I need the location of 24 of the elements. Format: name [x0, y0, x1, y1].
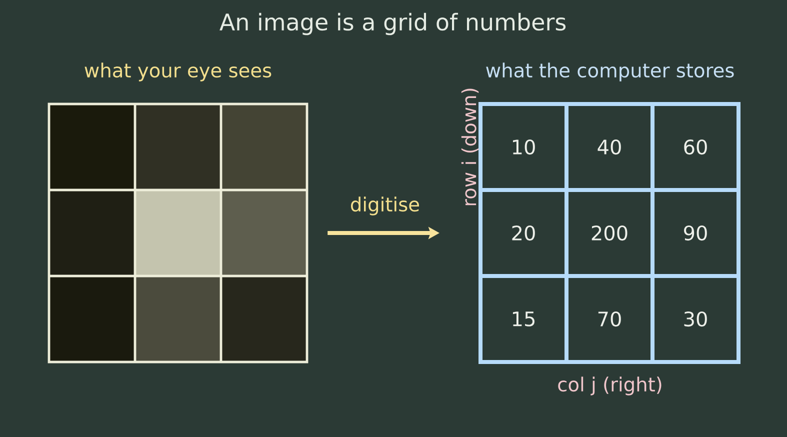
pixel-square [49, 276, 135, 362]
number-cell: 10 [480, 104, 566, 190]
pixel-square [221, 190, 307, 276]
number-cell: 60 [652, 104, 738, 190]
grid-heading: what the computer stores [486, 62, 734, 82]
pixel-square [221, 104, 307, 190]
edge-label: digitise [348, 196, 421, 216]
number-cell: 15 [480, 276, 566, 362]
title: An image is a grid of numbers [220, 12, 566, 36]
pixel-square [49, 104, 135, 190]
pixel-square [135, 276, 221, 362]
axis-label: row i (down) [461, 88, 479, 206]
pixel-square [135, 190, 221, 276]
pixel-square [135, 104, 221, 190]
number-cell: 90 [652, 190, 738, 276]
grid-heading: what your eye sees [84, 62, 272, 82]
pixel-square [221, 276, 307, 362]
number-cell: 40 [566, 104, 652, 190]
number-cell: 70 [566, 276, 652, 362]
pixel-square [49, 190, 135, 276]
axis-label: col j (right) [558, 376, 662, 396]
number-cell: 30 [652, 276, 738, 362]
number-cell: 20 [480, 190, 566, 276]
number-cell: 200 [566, 190, 652, 276]
